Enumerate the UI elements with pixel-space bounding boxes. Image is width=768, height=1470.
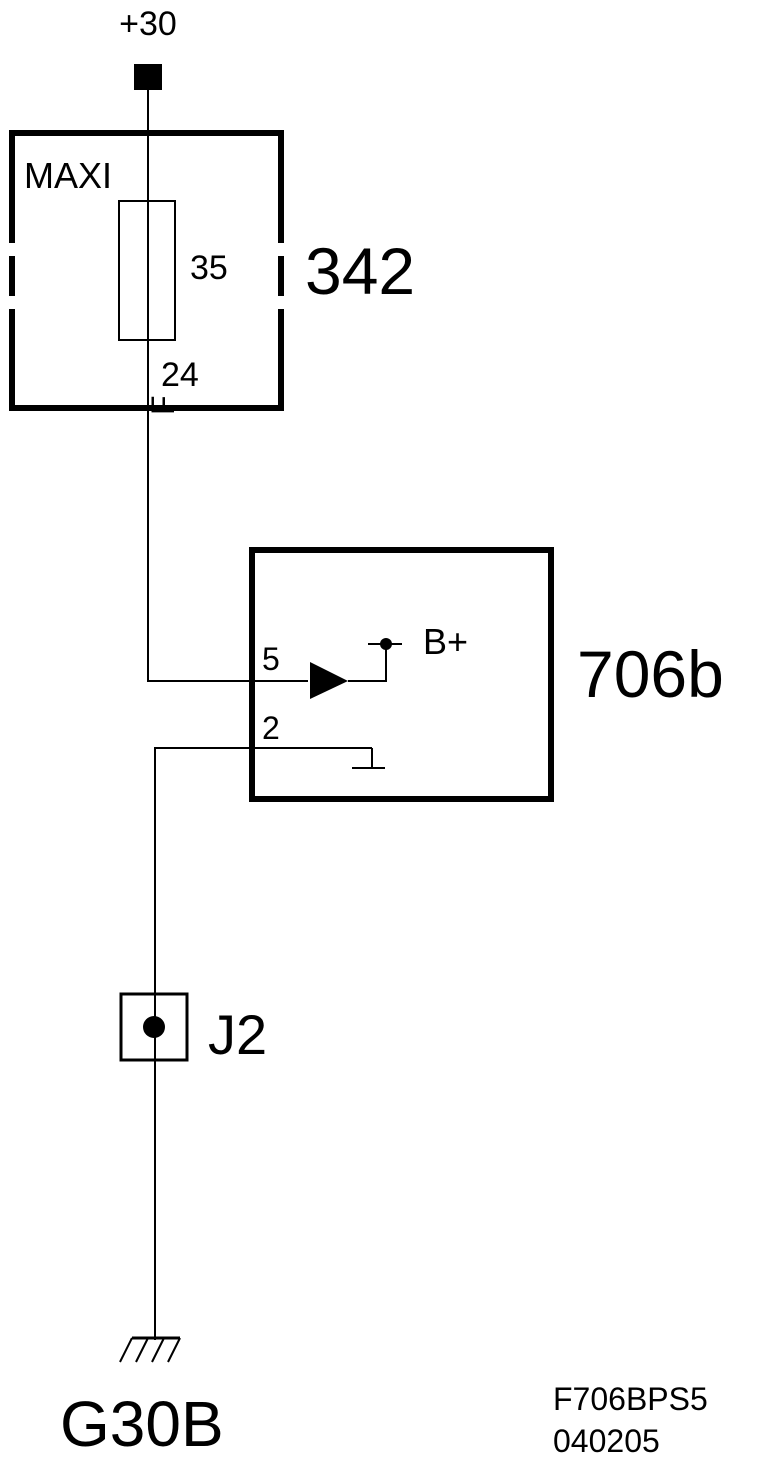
date-code: 040205	[553, 1423, 660, 1459]
ground-wire	[154, 747, 372, 1340]
fuse-block-id: 342	[305, 234, 415, 308]
fuse-type-label: MAXI	[24, 155, 112, 196]
module-box	[249, 547, 554, 802]
ground-hatch-4	[167, 1337, 181, 1363]
ground-hatch-3	[151, 1337, 165, 1363]
ground-hatch-1	[119, 1337, 133, 1363]
output-label: B+	[423, 621, 468, 662]
junction-j2: J2	[119, 992, 267, 1066]
chassis-ground: G30B	[60, 1336, 224, 1460]
module-706b: 706b 5 2 B+	[249, 547, 724, 802]
wire-code-label: F	[145, 395, 181, 415]
output-node-dot	[380, 638, 392, 650]
output-connection	[348, 644, 387, 682]
fuse-rating: 35	[190, 249, 228, 287]
fuse-block-border-bottom	[9, 309, 284, 411]
ground-hatch-2	[135, 1337, 149, 1363]
module-pin-5-label: 5	[262, 641, 280, 677]
junction-id: J2	[208, 1003, 267, 1066]
fuse-position: 24	[161, 356, 199, 394]
fuse-block-border-top	[9, 130, 284, 243]
drawing-code: F706BPS5	[553, 1381, 708, 1417]
fuse-block-342: MAXI 35 24 342	[9, 130, 415, 411]
ground-id: G30B	[60, 1388, 224, 1460]
driver-triangle-icon	[310, 662, 348, 699]
module-pin-2-label: 2	[262, 710, 280, 746]
module-id: 706b	[577, 637, 724, 711]
junction-dot-icon	[143, 1016, 165, 1038]
supply-label: +30	[119, 5, 177, 43]
supply-terminal	[134, 64, 162, 90]
